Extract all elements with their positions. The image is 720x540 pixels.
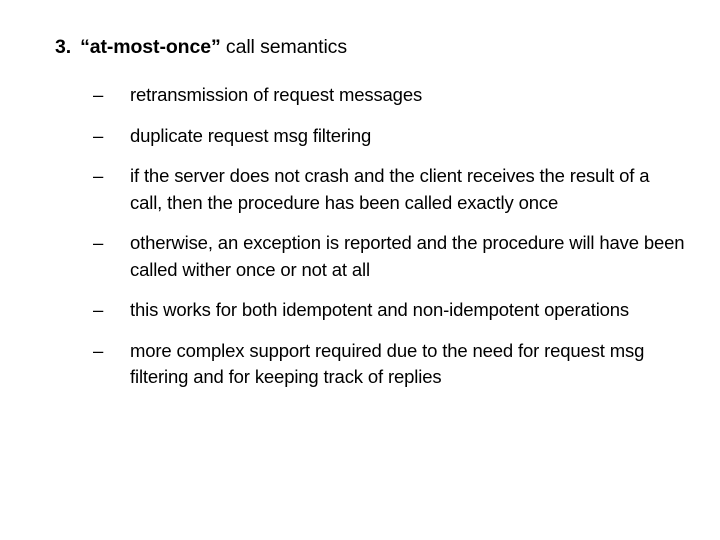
dash-marker-icon: – (93, 165, 104, 186)
dash-marker-icon: – (93, 339, 104, 361)
dash-marker-icon: – (93, 299, 104, 320)
list-item: – more complex support required due to t… (93, 338, 693, 391)
list-item: – retransmission of request messages (93, 82, 693, 109)
dash-marker-icon: – (93, 124, 104, 146)
slide-title: 3. “at-most-once” call semantics (55, 34, 695, 60)
slide-title-quoted-term: “at-most-once” (80, 36, 221, 58)
slide-title-number: 3. (55, 36, 72, 58)
list-item-text: duplicate request msg filtering (130, 124, 372, 146)
list-item: – this works for both idempotent and non… (93, 297, 693, 324)
list-item: – otherwise, an exception is reported an… (93, 230, 693, 283)
list-item-text: this works for both idempotent and non-i… (130, 299, 630, 320)
list-item: – duplicate request msg filtering (93, 123, 693, 150)
list-item-text: otherwise, an exception is reported and … (130, 232, 685, 280)
list-item: – if the server does not crash and the c… (93, 163, 693, 216)
list-item-text: more complex support required due to the… (130, 339, 645, 388)
slide-title-rest: call semantics (220, 36, 347, 58)
list-item-text: if the server does not crash and the cli… (130, 165, 650, 213)
bullet-list: – retransmission of request messages – d… (93, 82, 693, 391)
dash-marker-icon: – (93, 84, 104, 105)
dash-marker-icon: – (93, 232, 104, 253)
list-item-text: retransmission of request messages (130, 84, 423, 105)
